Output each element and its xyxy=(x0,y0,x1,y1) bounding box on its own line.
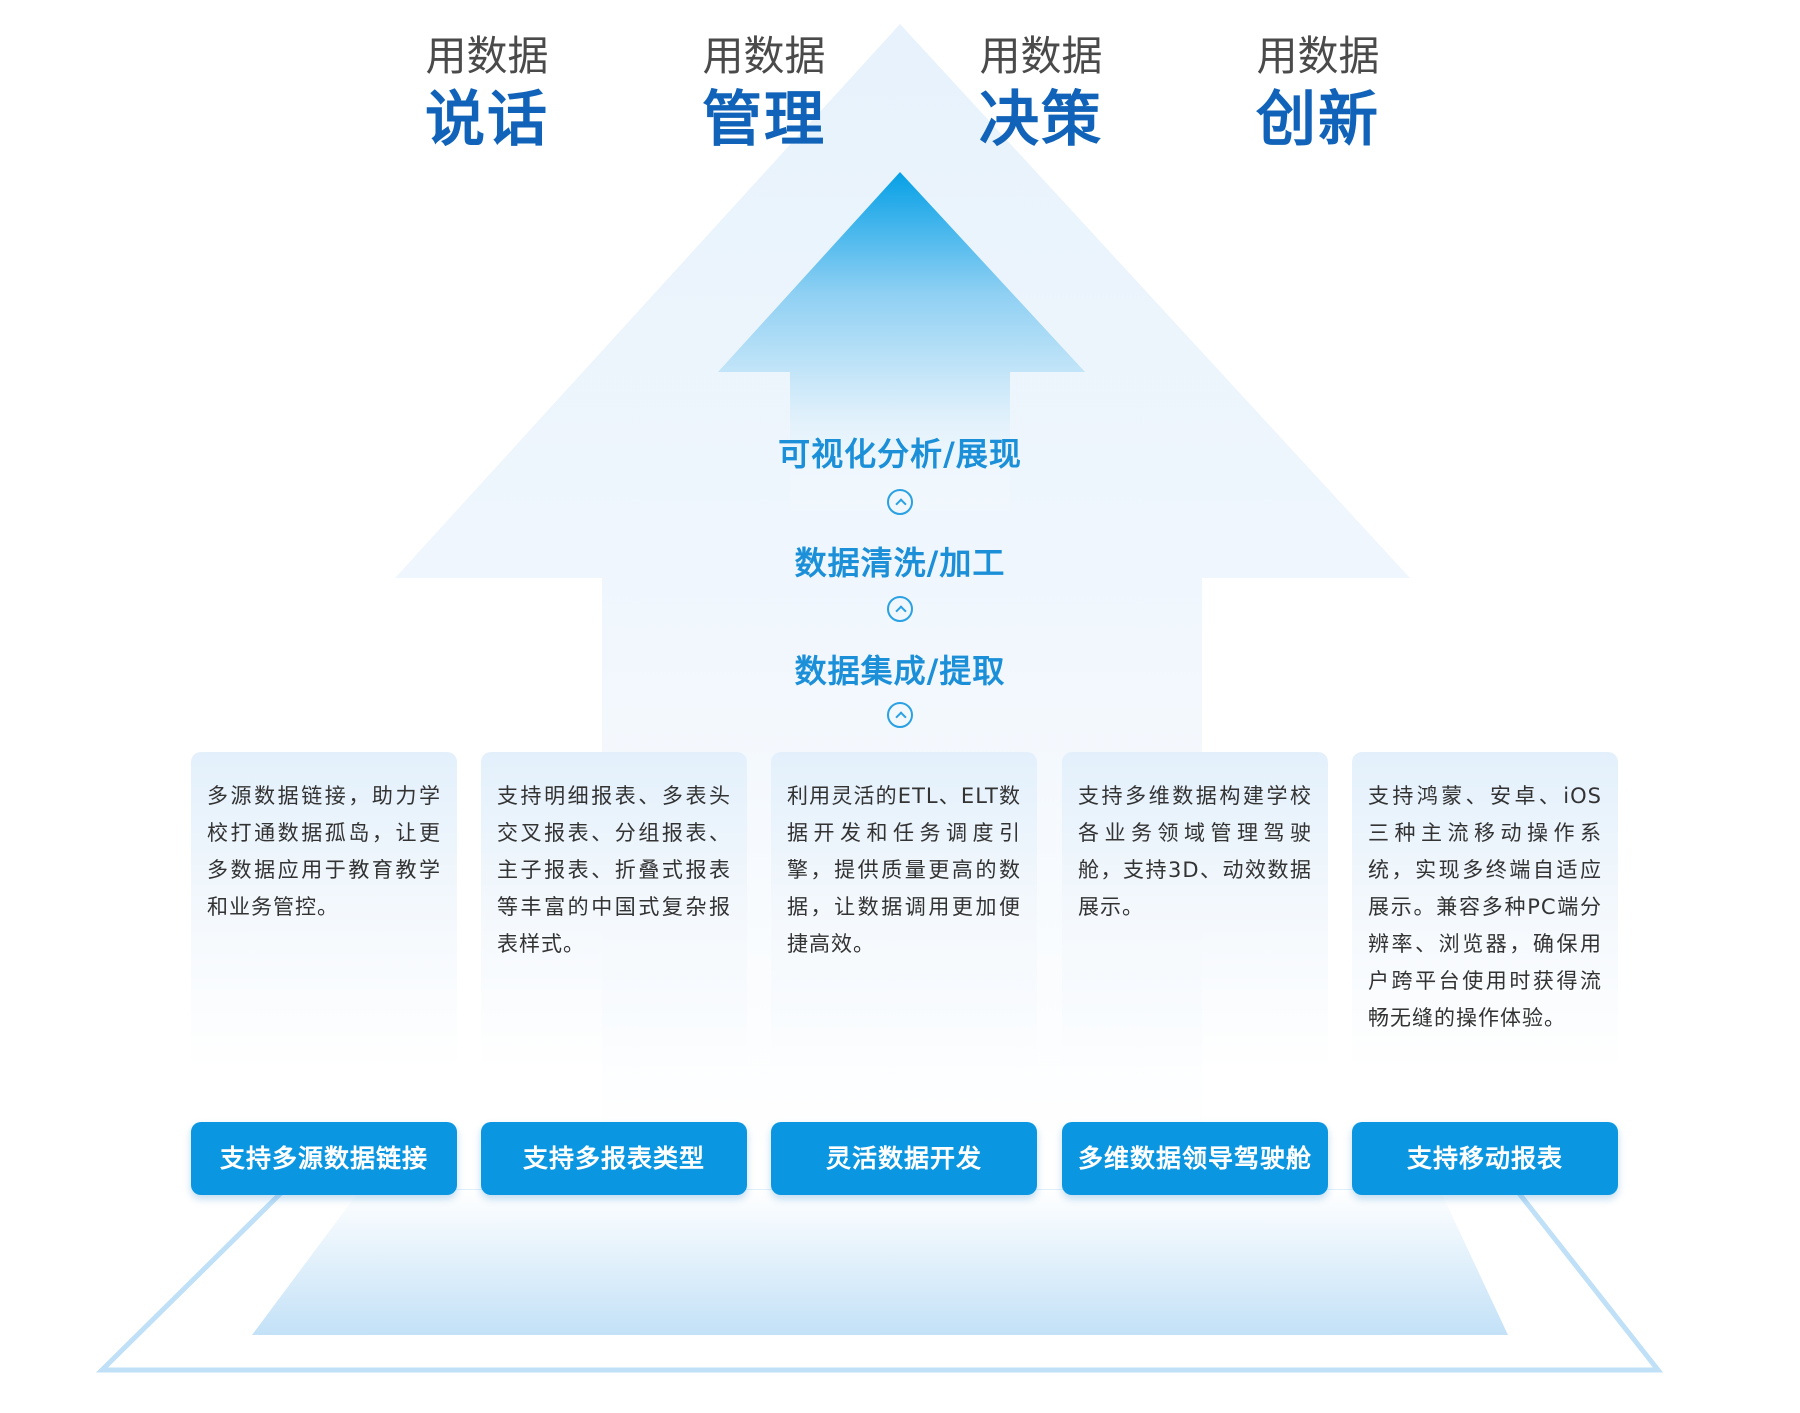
heading-sub: 用数据 xyxy=(702,32,826,80)
stage-integration: 数据集成/提取 xyxy=(794,652,1006,690)
cockpit-button[interactable]: 多维数据领导驾驶舱 xyxy=(1062,1122,1328,1195)
feature-card-mobile: 支持鸿蒙、安卓、iOS三种主流移动操作系统，实现多终端自适应展示。兼容多种PC端… xyxy=(1352,752,1618,1070)
feature-description: 支持明细报表、多表头交叉报表、分组报表、主子报表、折叠式报表等丰富的中国式复杂报… xyxy=(497,784,731,956)
feature-card-cockpit: 支持多维数据构建学校各业务领域管理驾驶舱，支持3D、动效数据展示。 xyxy=(1062,752,1328,1070)
feature-description: 支持鸿蒙、安卓、iOS三种主流移动操作系统，实现多终端自适应展示。兼容多种PC端… xyxy=(1368,784,1602,1030)
feature-description: 多源数据链接，助力学校打通数据孤岛，让更多数据应用于教育教学和业务管控。 xyxy=(207,784,441,919)
heading-main: 管理 xyxy=(702,85,826,155)
heading-main: 创新 xyxy=(1256,85,1380,155)
report-types-button[interactable]: 支持多报表类型 xyxy=(481,1122,747,1195)
heading-speak: 用数据 说话 xyxy=(387,30,587,158)
chevron-up-circle-icon xyxy=(887,596,913,622)
data-dev-button[interactable]: 灵活数据开发 xyxy=(771,1122,1037,1195)
heading-manage: 用数据 管理 xyxy=(664,30,864,158)
stage-cleansing: 数据清洗/加工 xyxy=(794,544,1006,582)
feature-description: 利用灵活的ETL、ELT数据开发和任务调度引擎，提供质量更高的数据，让数据调用更… xyxy=(787,784,1021,956)
feature-card-multi-source: 多源数据链接，助力学校打通数据孤岛，让更多数据应用于教育教学和业务管控。 xyxy=(191,752,457,1070)
heading-decide: 用数据 决策 xyxy=(941,30,1141,158)
heading-sub: 用数据 xyxy=(1256,32,1380,80)
feature-description: 支持多维数据构建学校各业务领域管理驾驶舱，支持3D、动效数据展示。 xyxy=(1078,784,1312,919)
heading-innovate: 用数据 创新 xyxy=(1218,30,1418,158)
multi-source-button[interactable]: 支持多源数据链接 xyxy=(191,1122,457,1195)
chevron-up-circle-icon xyxy=(887,702,913,728)
small-arrow-shape xyxy=(718,172,1085,520)
heading-sub: 用数据 xyxy=(979,32,1103,80)
base-platform xyxy=(252,1190,1508,1335)
chevron-up-circle-icon xyxy=(887,489,913,515)
heading-main: 决策 xyxy=(979,85,1103,155)
heading-main: 说话 xyxy=(425,85,549,155)
stage-visualization: 可视化分析/展现 xyxy=(778,435,1022,473)
heading-sub: 用数据 xyxy=(425,32,549,80)
feature-card-data-dev: 利用灵活的ETL、ELT数据开发和任务调度引擎，提供质量更高的数据，让数据调用更… xyxy=(771,752,1037,1070)
mobile-report-button[interactable]: 支持移动报表 xyxy=(1352,1122,1618,1195)
feature-card-report-types: 支持明细报表、多表头交叉报表、分组报表、主子报表、折叠式报表等丰富的中国式复杂报… xyxy=(481,752,747,1070)
